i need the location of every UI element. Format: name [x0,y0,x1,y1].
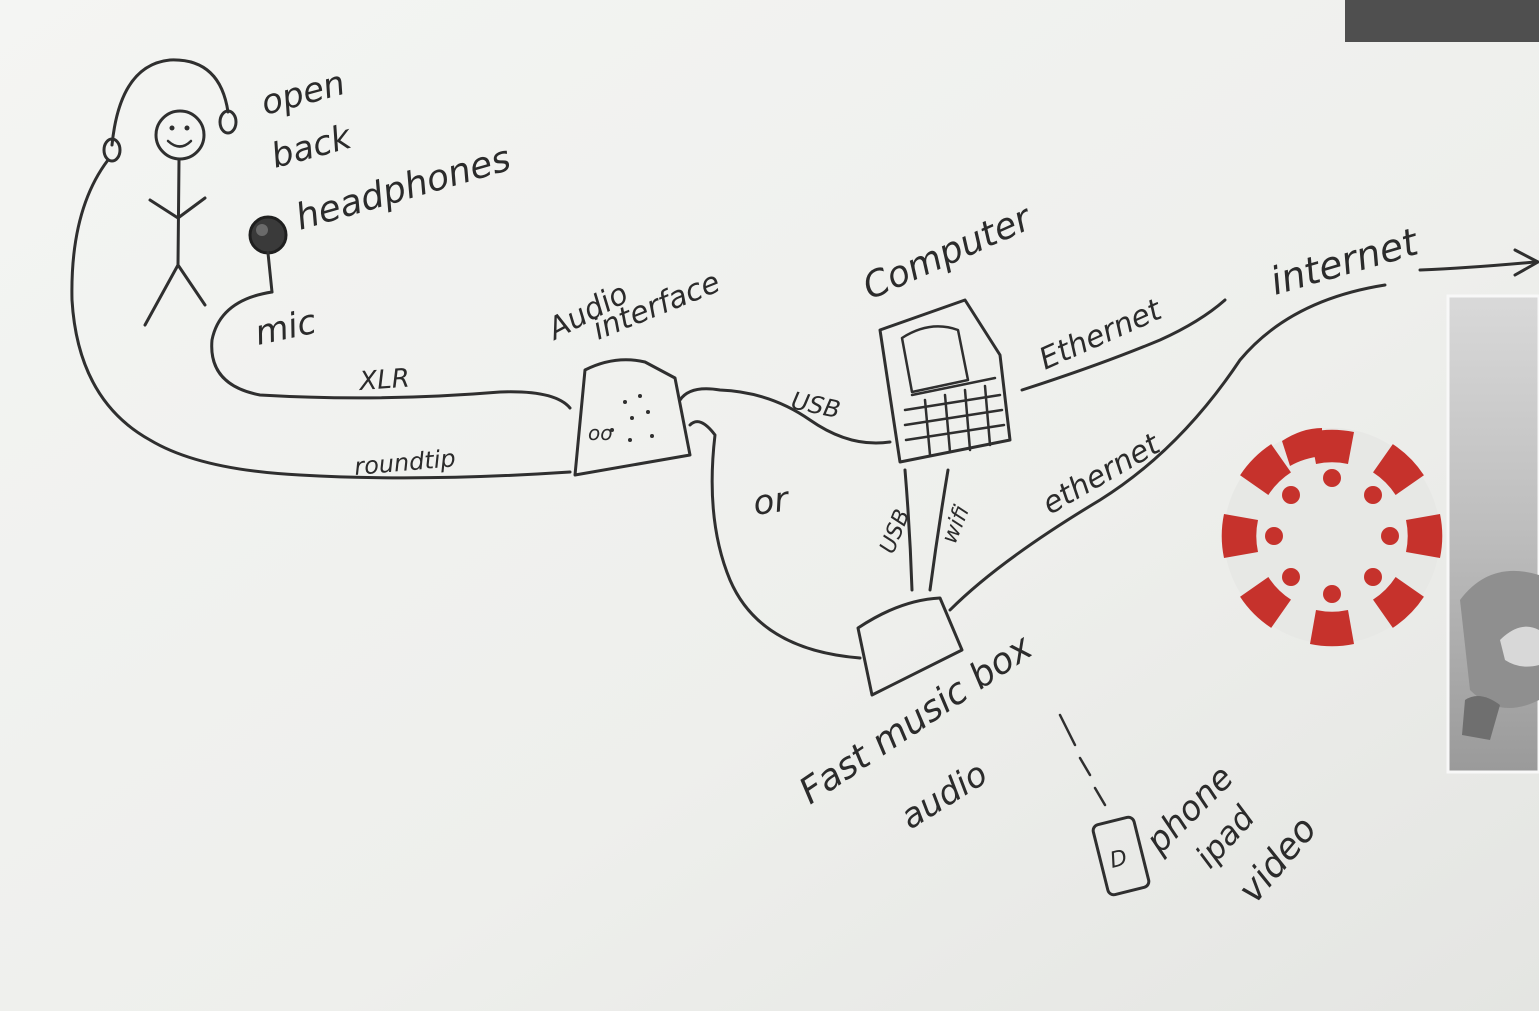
overlay-photo [1448,296,1539,772]
svg-text:oo: oo [588,421,612,445]
canvas-lms-logo [1222,428,1443,646]
label-xlr: XLR [356,364,410,398]
dark-corner [1345,0,1539,42]
